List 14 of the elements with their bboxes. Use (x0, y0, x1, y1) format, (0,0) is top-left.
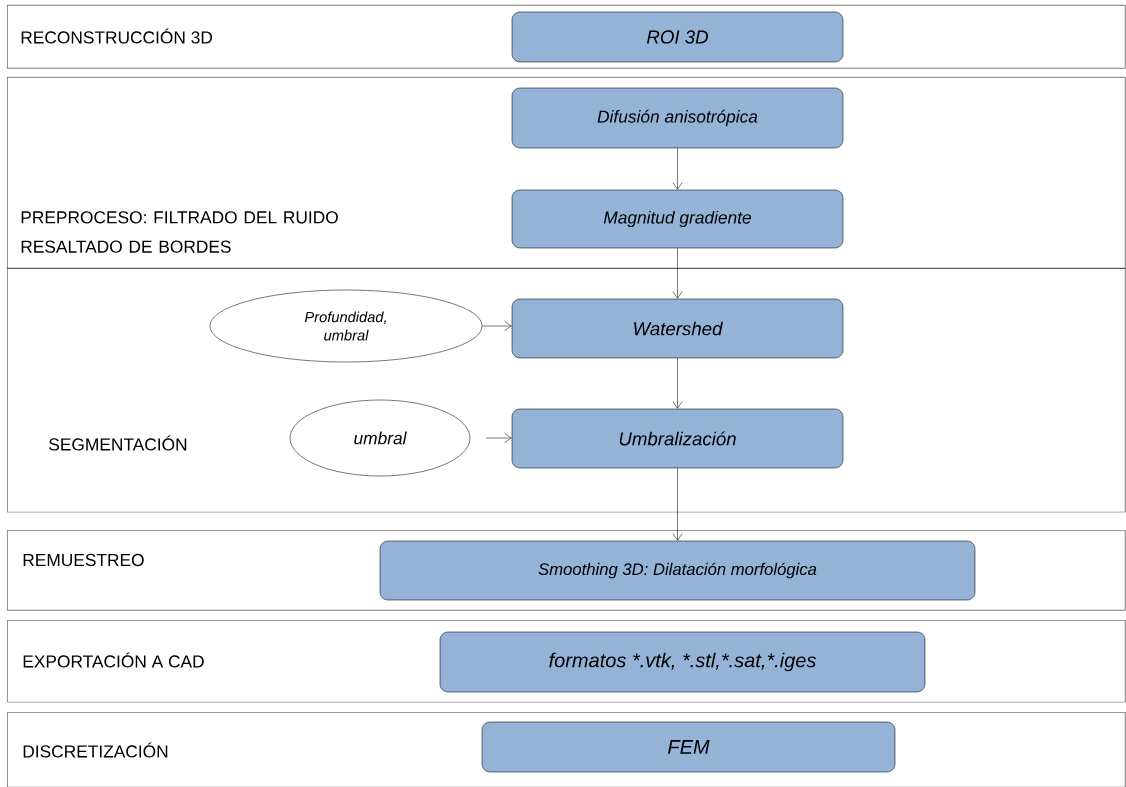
arrow (482, 321, 512, 331)
process-box: Umbralización (511, 408, 844, 469)
arrow (672, 148, 683, 190)
process-box: Watershed (511, 298, 844, 359)
arrow (672, 248, 683, 299)
arrow (486, 433, 512, 443)
process-box: Difusión anisotrópica (511, 87, 844, 149)
process-box: FEM (481, 721, 896, 773)
arrow (672, 358, 683, 409)
process-box: Magnitud gradiente (511, 189, 844, 249)
process-box: ROI 3D (511, 11, 844, 63)
process-box: formatos *.vtk, *.stl,*.sat,*.iges (439, 631, 926, 693)
arrow (672, 468, 683, 541)
process-box: Smoothing 3D: Dilatación morfológica (379, 540, 976, 601)
